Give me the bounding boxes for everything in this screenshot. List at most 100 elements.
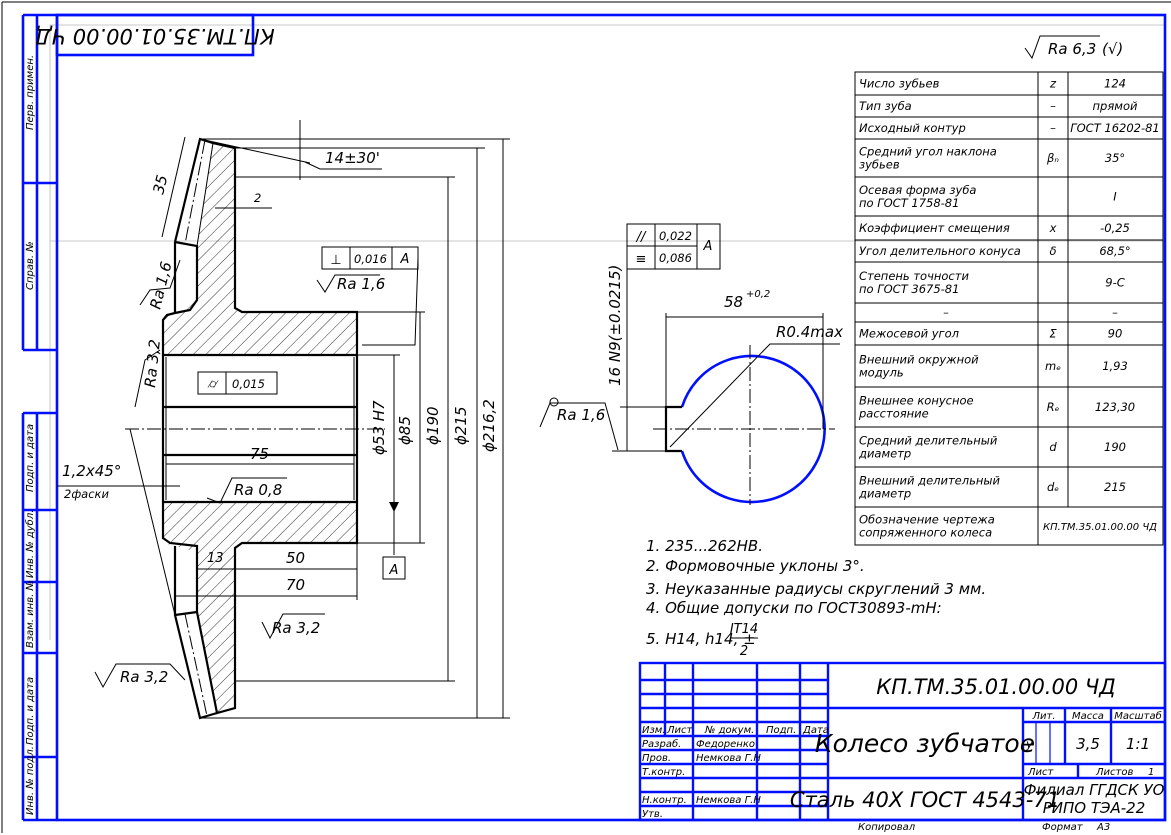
person: Федоренко <box>696 739 755 750</box>
param-symbol: – <box>1050 121 1056 135</box>
param-name: сопряженного колеса <box>859 526 992 540</box>
note: 2. Формовочные уклоны 3°. <box>646 557 865 575</box>
param-name: Исходный контур <box>859 121 966 135</box>
param-value: 1,93 <box>1102 359 1128 373</box>
header-doc: № докум. <box>704 725 754 736</box>
param-name: Внешний делительный <box>859 474 1000 488</box>
dim-50: 50 <box>286 549 305 567</box>
param-value: 9-С <box>1105 276 1125 290</box>
format-value: А3 <box>1096 822 1110 833</box>
roughness-suffix: (√) <box>1102 40 1123 58</box>
header-sign: Подп. <box>766 725 796 736</box>
param-value: ГОСТ 16202-81 <box>1070 121 1160 135</box>
roughness-ra32-lower: Ra 3,2 <box>120 668 168 686</box>
fraction-numerator: IT14 <box>730 622 758 637</box>
sheets-label: Листов <box>1095 767 1133 778</box>
param-value: 68,5° <box>1099 244 1130 258</box>
sheets-value: 1 <box>1148 767 1154 778</box>
param-name: по ГОСТ 3675-81 <box>859 282 959 296</box>
param-value: 190 <box>1104 440 1126 454</box>
format-label: Формат <box>1042 822 1084 833</box>
note: 3. Неуказанные радиусы скруглений 3 мм. <box>646 580 986 598</box>
param-name: Средний делительный <box>859 434 998 448</box>
dim-d215: ϕ215 <box>452 406 470 445</box>
param-name: Внешнее конусное <box>859 394 974 408</box>
organization: Филиал ГГДСК УО <box>1024 781 1165 799</box>
roughness-ra32-side: Ra 3,2 <box>141 339 164 389</box>
dim-d85: ϕ85 <box>396 416 414 445</box>
person: Немкова Г.Н <box>696 795 761 806</box>
side-label: Перв. примен. <box>25 55 36 130</box>
part-name: Колесо зубчатое <box>815 729 1035 758</box>
side-label: Инв. № подл. <box>25 746 36 815</box>
role: Н.контр. <box>642 795 687 806</box>
dim-75: 75 <box>250 445 269 463</box>
param-name: Коэффициент смещения <box>859 221 1010 235</box>
param-name: по ГОСТ 1758-81 <box>859 196 959 210</box>
perp-datum: A <box>400 252 410 267</box>
parallelism-icon: // <box>636 230 647 245</box>
param-name: расстояние <box>858 407 929 421</box>
param-name: модуль <box>859 366 904 380</box>
param-symbol: d <box>1049 440 1057 454</box>
param-name: Обозначение чертежа <box>859 513 995 527</box>
symmetry-icon: ≡ <box>636 252 647 267</box>
side-label: Справ. № <box>25 241 36 290</box>
keyway-width: 58 <box>724 293 743 311</box>
role: Т.контр. <box>642 767 685 778</box>
note: 5. H14, h14, ± <box>646 630 756 648</box>
keyway-width-tol: +0,2 <box>746 289 770 300</box>
keyway-section-view: // ≡ 0,022 0,086 A 58 +0,2 R0.4max 16 N9… <box>539 223 843 505</box>
role: Утв. <box>642 809 663 820</box>
material: Сталь 40Х ГОСТ 4543-71 <box>790 788 1060 812</box>
copied-label: Копировал <box>858 822 916 833</box>
param-name: – <box>943 306 949 320</box>
runout-value: 0,015 <box>232 377 265 391</box>
param-name: диаметр <box>858 447 911 461</box>
dim-35: 35 <box>149 173 171 196</box>
scale-label: Масштаб <box>1114 710 1162 722</box>
rotated-designation-stamp: КП.ТМ.35.01.00.00 ЧД <box>35 24 274 48</box>
param-name: Тип зуба <box>859 99 912 113</box>
param-name: Средний угол наклона <box>859 145 997 159</box>
mass-label: Масса <box>1072 711 1104 722</box>
roughness-label: Ra 6,3 <box>1048 40 1096 58</box>
param-symbol: z <box>1049 77 1057 91</box>
dim-70: 70 <box>286 576 305 594</box>
technical-notes: 1. 235...262HB. 2. Формовочные уклоны 3°… <box>646 537 986 659</box>
symmetry-value: 0,086 <box>659 251 692 265</box>
header-date: Дата <box>802 725 829 736</box>
sheet-label: Лист <box>1027 767 1055 778</box>
role: Разраб. <box>642 738 681 750</box>
param-value: – <box>1112 306 1118 320</box>
param-symbol: δ <box>1049 244 1056 258</box>
param-value: 90 <box>1108 327 1123 341</box>
angle-dim: 14±30' <box>325 149 380 167</box>
fraction-denominator: 2 <box>740 644 748 659</box>
param-symbol: x <box>1049 221 1057 235</box>
param-value: КП.ТМ.35.01.00.00 ЧД <box>1043 522 1157 533</box>
mass-value: 3,5 <box>1076 735 1100 753</box>
note: 4. Общие допуски по ГОСТ30893-mH: <box>646 599 942 617</box>
runout-icon: ⌭ <box>207 377 219 392</box>
param-name: Осевая форма зуба <box>859 183 976 197</box>
side-label: Подп. и дата <box>25 677 36 745</box>
chamfer-dim: 1,2x45° <box>62 462 121 480</box>
person: Немкова Г.Н <box>696 753 761 764</box>
title-designation: КП.ТМ.35.01.00.00 ЧД <box>876 675 1115 699</box>
dim-2: 2 <box>254 191 261 205</box>
param-name: Внешний окружной <box>859 353 979 367</box>
keyway-dim: 16 N9(±0.0215) <box>606 265 624 386</box>
lit-label: Лит. <box>1031 711 1055 722</box>
param-value: -0,25 <box>1100 221 1130 235</box>
title-block: КП.ТМ.35.01.00.00 ЧД Колесо зубчатое Ста… <box>638 661 1167 833</box>
roughness-ra16: Ra 1,6 <box>337 275 385 293</box>
side-labels: Перв. примен. Справ. № Подп. и дата Инв.… <box>24 55 36 815</box>
param-symbol: dₑ <box>1047 480 1059 494</box>
section-datum: A <box>703 239 713 254</box>
roughness-ra32: Ra 3,2 <box>272 619 320 637</box>
perpendicularity-value: 0,016 <box>354 252 387 266</box>
param-value: прямой <box>1093 99 1138 113</box>
